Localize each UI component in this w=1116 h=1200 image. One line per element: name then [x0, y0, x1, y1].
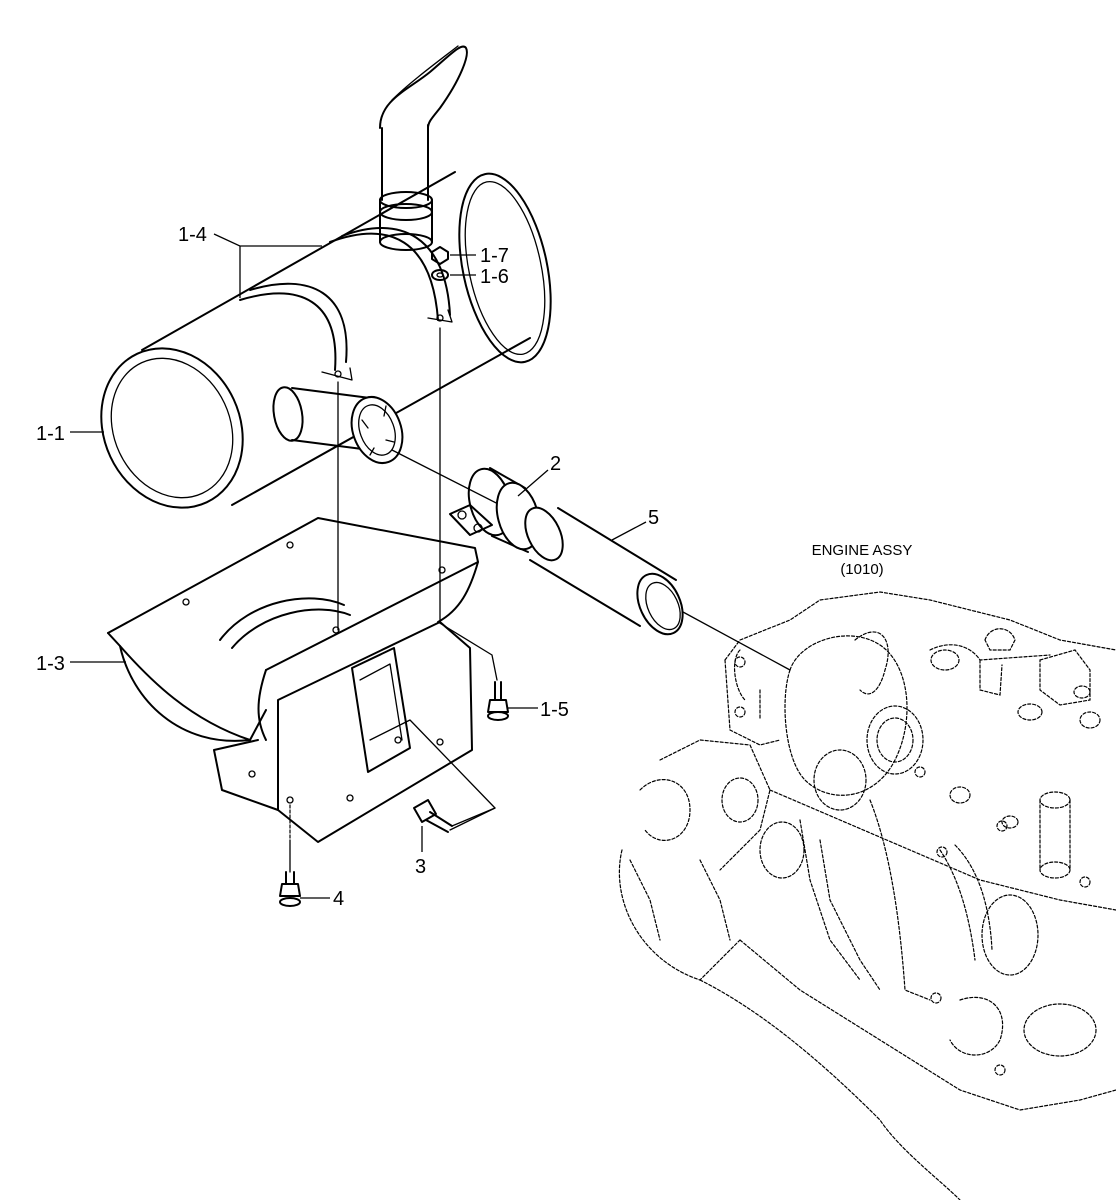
leader-1-4: [213, 233, 322, 298]
callout-1-1: 1-1: [36, 423, 65, 445]
callout-1-6: 1-6: [480, 266, 509, 288]
engine-assy-ref: (1010): [840, 561, 883, 578]
callout-1-4: 1-4: [178, 224, 207, 246]
bracket-icon: [107, 517, 496, 843]
callout-5: 5: [648, 507, 659, 529]
leader-5: [611, 521, 647, 541]
engine-assy-title: ENGINE ASSY: [812, 542, 913, 559]
nut-icon: [431, 246, 449, 265]
callout-1-3: 1-3: [36, 653, 65, 675]
bolt-icon: [279, 796, 301, 907]
engine-icon: [618, 591, 1116, 1200]
pipe-icon: [524, 506, 791, 671]
callout-1-5: 1-5: [540, 699, 569, 721]
muffler-icon: [100, 171, 552, 509]
callout-4: 4: [333, 888, 344, 910]
tailpipe-icon: [379, 45, 468, 251]
callout-2: 2: [550, 453, 561, 475]
bolt-icon: [437, 621, 509, 721]
leader-2: [517, 469, 549, 497]
callout-3: 3: [415, 856, 426, 878]
washer-icon: [431, 269, 449, 281]
bolt-icon: [413, 799, 496, 833]
callout-1-7: 1-7: [480, 245, 509, 267]
clamp-icon: [391, 449, 541, 553]
